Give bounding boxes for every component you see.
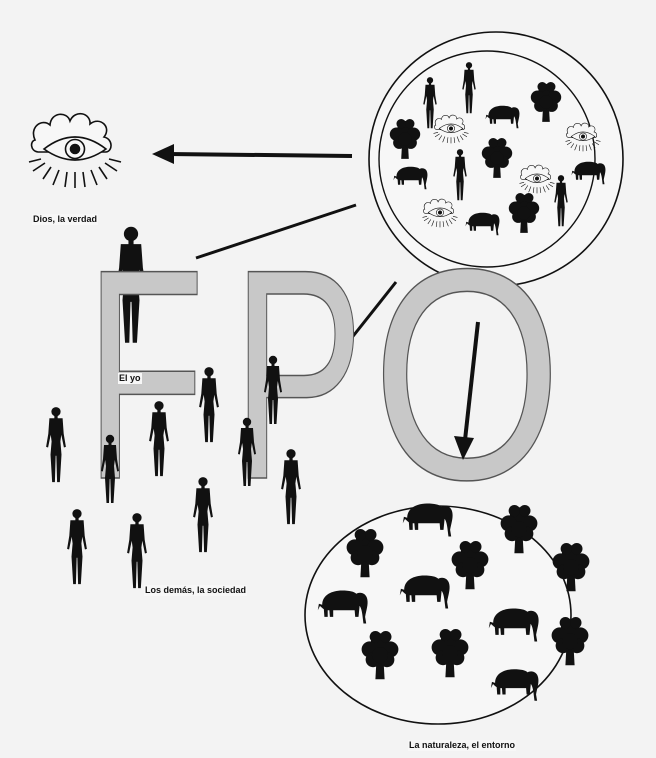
label-society: Los demás, la sociedad [144,585,248,596]
human-silhouette-icon [67,509,87,585]
arrow-to-nature-head [454,436,474,460]
connector-line-top [195,203,357,260]
label-god: Dios, la verdad [32,214,99,225]
arrow-to-god-head [152,144,174,164]
arrow-to-nature [463,321,480,441]
arrow-to-god [167,152,353,158]
label-self: El yo [118,373,142,384]
connector-line-middle [348,281,398,341]
eye-in-cloud-icon [28,112,122,189]
letter-o: O [372,206,562,542]
label-nature: La naturaleza, el entorno [408,740,517,751]
letter-p: P [232,206,364,542]
letter-f: F [85,206,205,542]
human-silhouette-icon [46,407,66,483]
